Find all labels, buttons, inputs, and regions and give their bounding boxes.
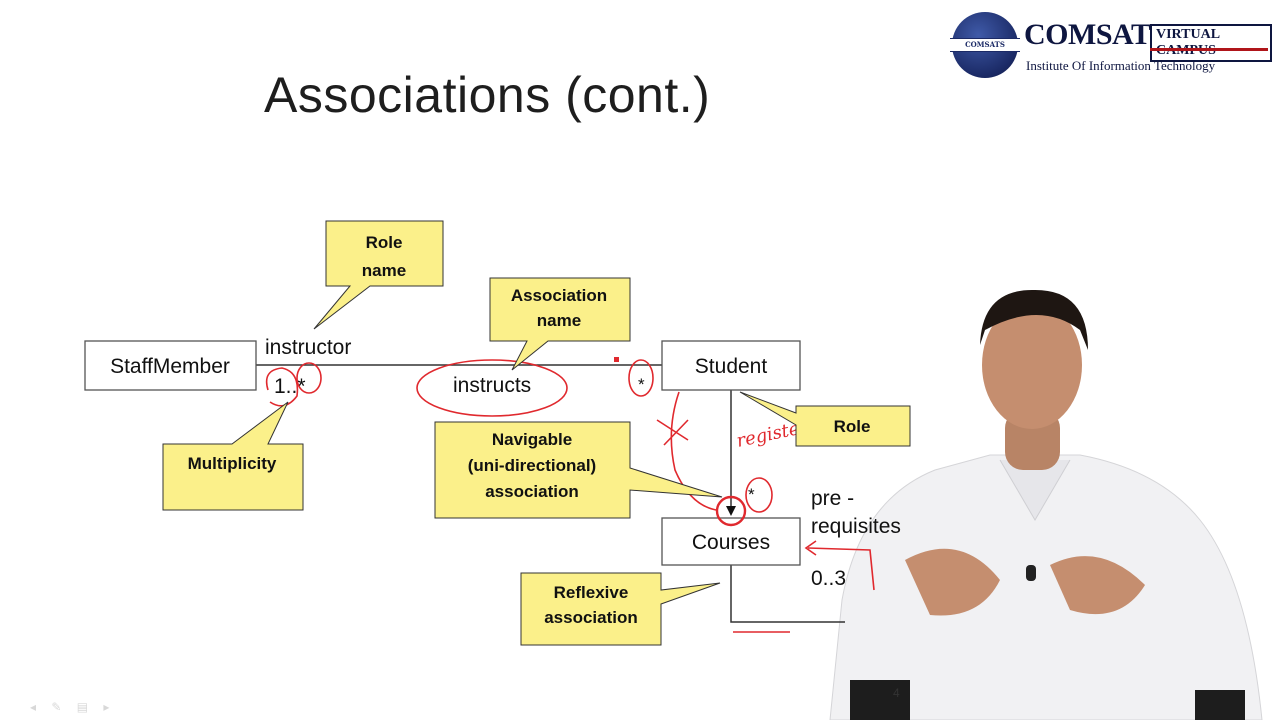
callout-role-name: Role name bbox=[313, 220, 444, 330]
logo-rule bbox=[1150, 48, 1268, 51]
prereq-label-line2: requisites bbox=[811, 515, 901, 538]
reflexive-association-line bbox=[730, 565, 845, 623]
red-dot-marker bbox=[614, 357, 619, 362]
callout-navigable-line2: (uni-directional) bbox=[468, 456, 596, 475]
circle-annotation-star bbox=[296, 362, 322, 394]
prereq-label-line1: pre - bbox=[811, 487, 854, 510]
callout-association-name: Association name bbox=[489, 277, 631, 371]
prereq-arrow-icon bbox=[804, 540, 817, 556]
cross-annotation bbox=[656, 419, 689, 446]
callout-reflexive-line1: Reflexive bbox=[554, 583, 629, 602]
circle-annotation-courses-star bbox=[745, 477, 773, 513]
circle-annotation-instructs bbox=[416, 359, 568, 417]
class-box-staffmember: StaffMember bbox=[84, 340, 257, 391]
callout-multiplicity-label: Multiplicity bbox=[188, 454, 277, 473]
arrow-annotation-stroke bbox=[670, 391, 717, 511]
comsats-logo: COMSATS COMSATS VIRTUAL CAMPUS Institute… bbox=[950, 10, 1272, 80]
callout-association-name-line2: name bbox=[537, 311, 581, 330]
slide-title: Associations (cont.) bbox=[264, 67, 711, 123]
circle-annotation-student-star bbox=[628, 359, 654, 397]
multiplicity-many-courses: * bbox=[748, 485, 755, 504]
multiplicity-zero-three: 0..3 bbox=[811, 567, 846, 590]
slide-nav-controls[interactable]: ◂ ✎ ▤ ▸ bbox=[30, 700, 116, 714]
logo-subtitle: Institute Of Information Technology bbox=[1026, 58, 1216, 73]
multiplicity-one-many: 1..* bbox=[274, 375, 306, 398]
callout-role-name-line2: name bbox=[362, 261, 406, 280]
multiplicity-many-student: * bbox=[638, 375, 645, 394]
logo-wordmark: COMSATS bbox=[1024, 18, 1167, 51]
red-annotations bbox=[265, 359, 875, 633]
class-box-student: Student bbox=[661, 340, 801, 391]
class-name-staffmember: StaffMember bbox=[110, 355, 230, 378]
association-name-instructs: instructs bbox=[453, 374, 531, 397]
callout-navigable-line3: association bbox=[485, 482, 579, 501]
callout-role-name-line1: Role bbox=[366, 233, 403, 252]
class-name-courses: Courses bbox=[692, 531, 770, 554]
arrowhead-icon bbox=[726, 506, 736, 516]
circle-annotation-arrowhead bbox=[715, 495, 747, 527]
callout-association-name-line1: Association bbox=[511, 286, 607, 305]
callout-role-label: Role bbox=[834, 417, 871, 436]
class-name-student: Student bbox=[695, 355, 768, 378]
logo-tag: VIRTUAL CAMPUS bbox=[1150, 24, 1272, 62]
logo-emblem-band: COMSATS bbox=[950, 38, 1020, 52]
callout-navigable: Navigable (uni-directional) association bbox=[434, 421, 723, 519]
callout-reflexive: Reflexive association bbox=[520, 572, 721, 646]
prereq-annotation-stroke bbox=[807, 547, 875, 591]
callout-role: Role bbox=[739, 391, 911, 447]
callout-reflexive-line2: association bbox=[544, 608, 638, 627]
role-label-instructor: instructor bbox=[265, 336, 351, 359]
page-number: 4 bbox=[893, 686, 900, 700]
presenter-figure bbox=[829, 289, 1263, 720]
callout-multiplicity: Multiplicity bbox=[162, 401, 304, 511]
callout-navigable-line1: Navigable bbox=[492, 430, 572, 449]
